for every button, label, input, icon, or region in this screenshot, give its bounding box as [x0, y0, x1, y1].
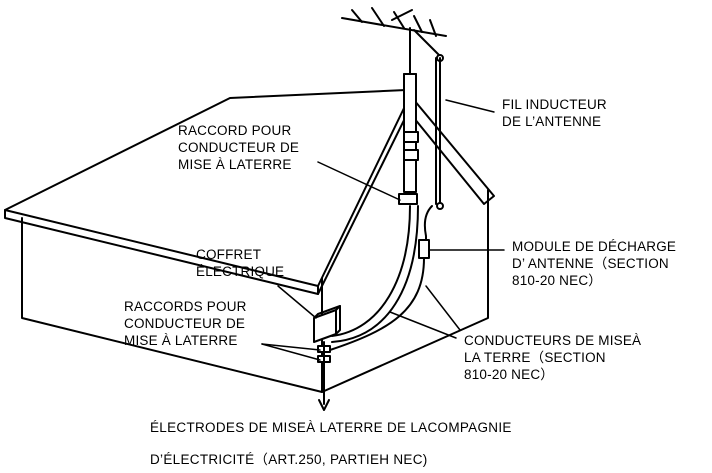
leader-lines	[261, 99, 505, 361]
leader-service-box	[277, 285, 317, 319]
label-ground-clamps-bottom: RACCORDS POUR CONDUCTEUR DE MISE À LATER…	[124, 299, 247, 348]
mast-pipe	[398, 73, 419, 205]
leader-conductors	[389, 311, 457, 339]
caption-line-2: D’ÉLECTRICITÉ（ART.250, PARTIEH NEC)	[150, 452, 428, 467]
label-discharge-unit: MODULE DE DÉCHARGE D’ ANTENNE（SECTION 81…	[512, 239, 677, 288]
ground-conductor	[331, 205, 411, 337]
label-grounding-conductors: CONDUCTEURS DE MISEÀ LA TERRE（SECTION 81…	[464, 333, 642, 382]
leader-lead-in	[445, 99, 495, 113]
label-service-box: COFFRET ÉLECTRIQUE	[196, 247, 285, 279]
ground-rod	[317, 341, 331, 411]
antenna-crossbar	[341, 17, 447, 37]
discharge-unit	[418, 239, 430, 259]
leader-clamp-top	[317, 161, 401, 201]
caption-line-1: ÉLECTRODES DE MISEÀ LATERRE DE LACOMPAGN…	[150, 420, 512, 435]
leader-clamps-bottom	[261, 343, 321, 351]
house-gable-wall	[321, 189, 489, 393]
antenna	[341, 7, 447, 75]
label-antenna-lead-in: FIL INDUCTEUR DE L’ANTENNE	[502, 97, 607, 129]
label-ground-clamp-top: RACCORD POUR CONDUCTEUR DE MISE À LATERR…	[178, 123, 300, 172]
service-box	[313, 305, 341, 343]
